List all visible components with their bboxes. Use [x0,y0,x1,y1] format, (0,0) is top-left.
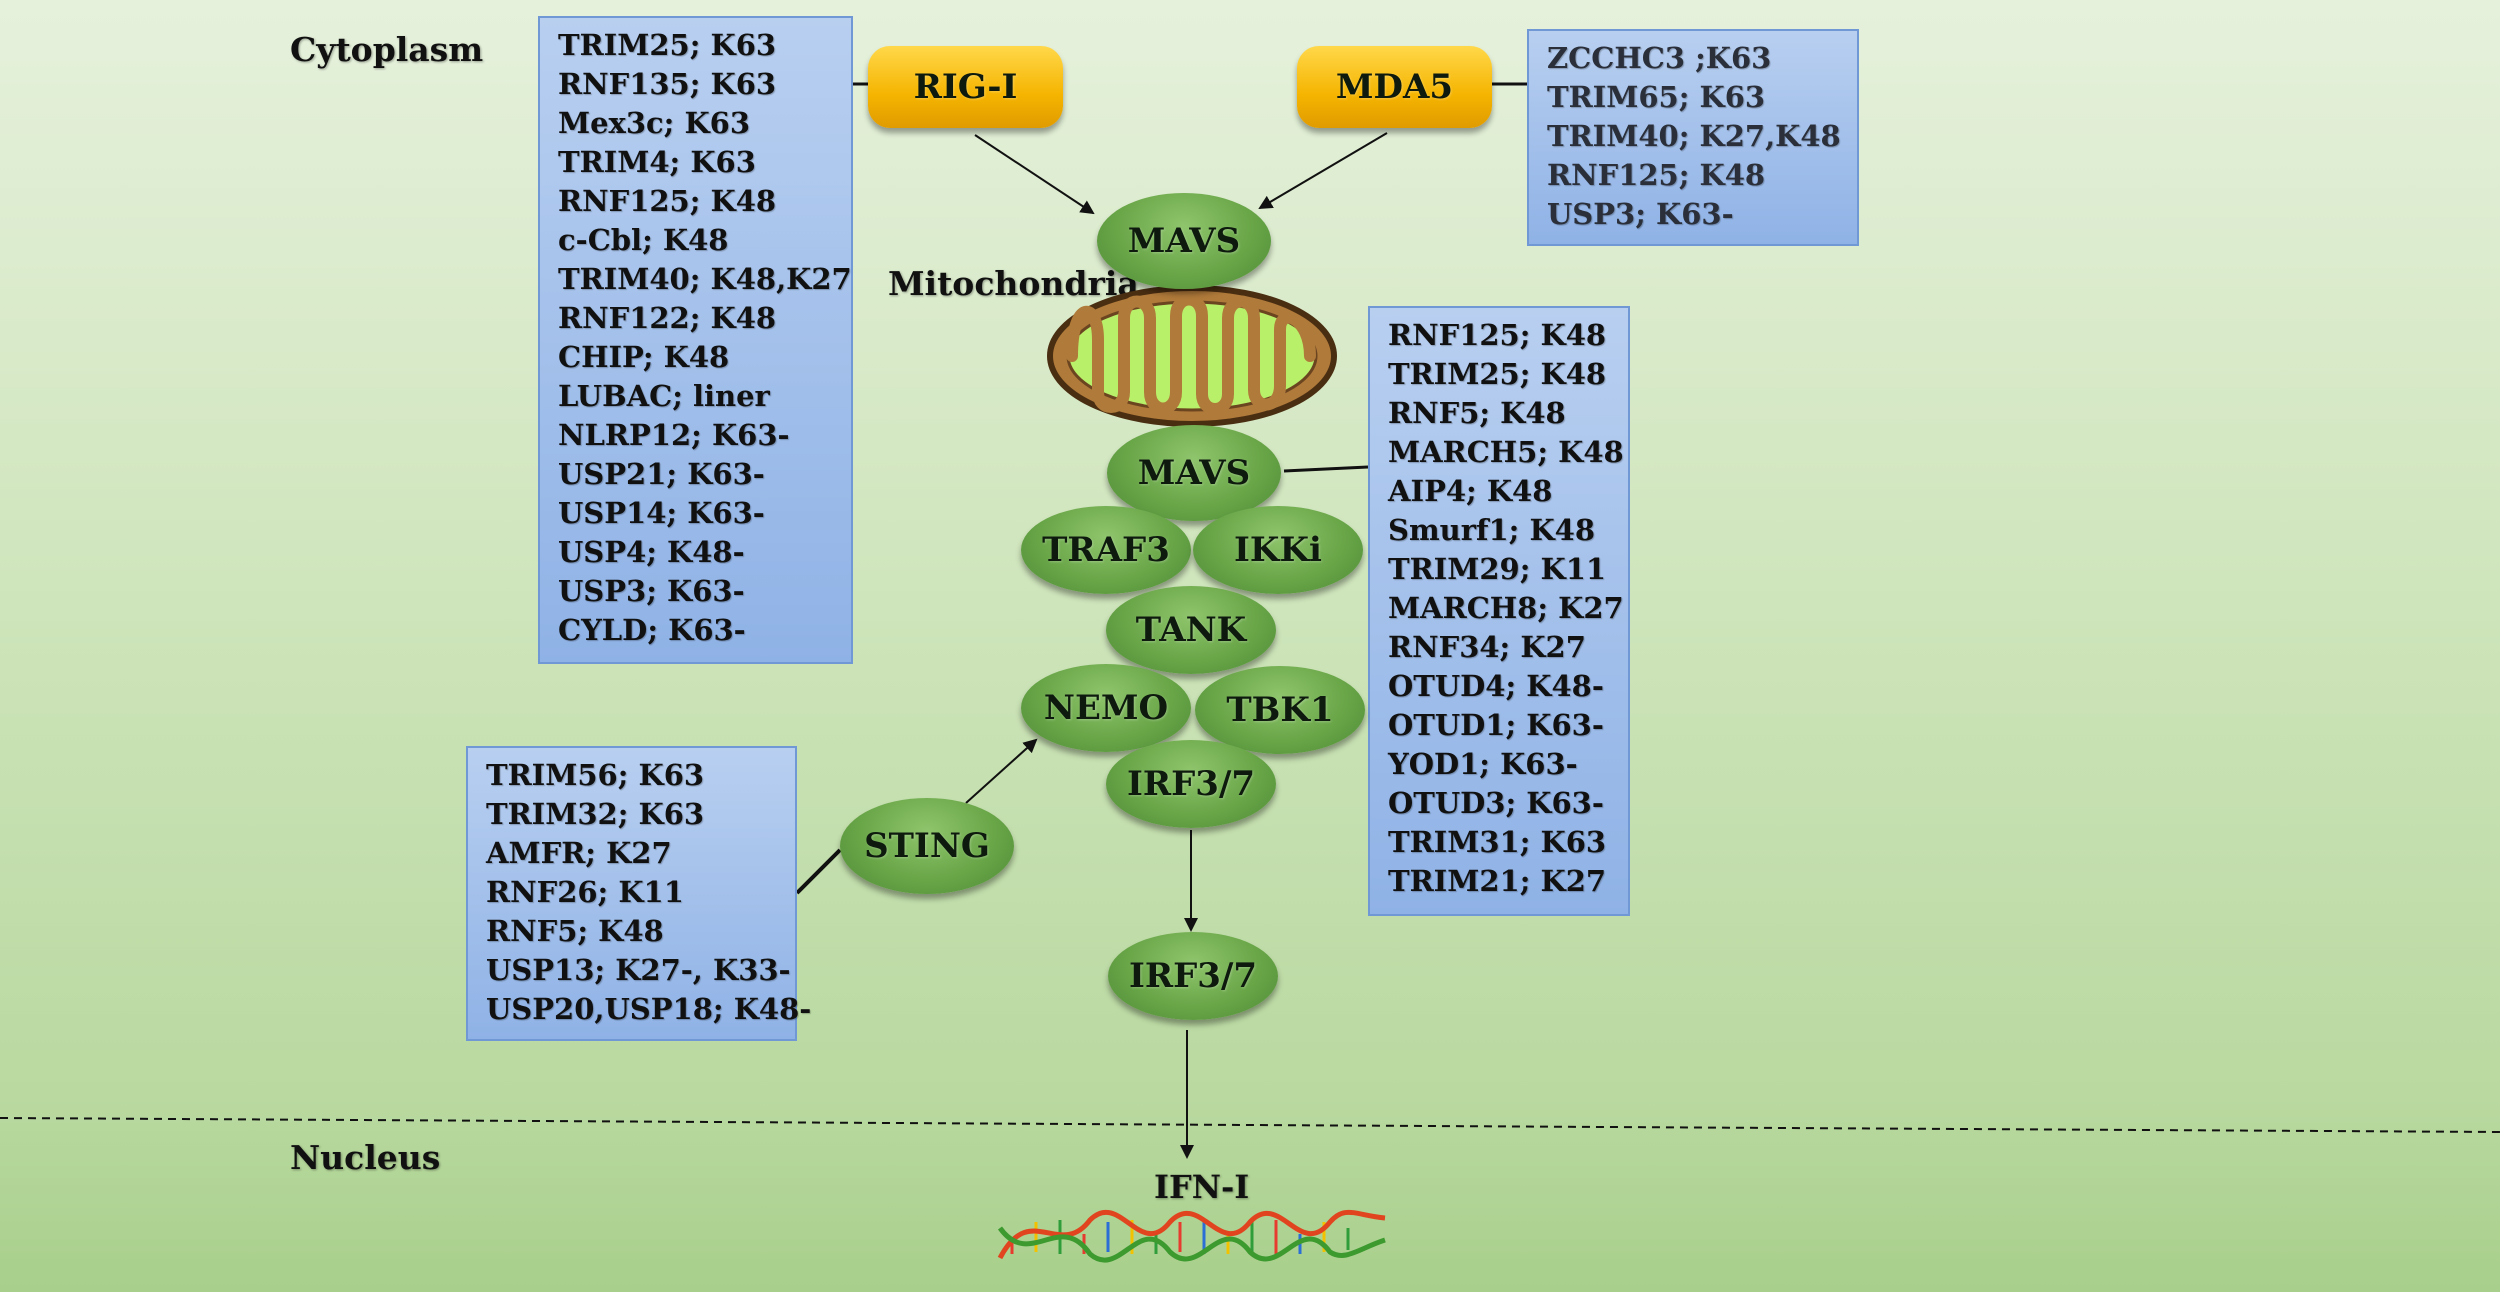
regulator-entry: AIP4; K48 [1388,474,1553,508]
regulator-entry: TRIM32; K63 [486,797,705,831]
regulator-entry: OTUD3; K63- [1388,786,1604,820]
mavs-node-top: MAVS [1097,193,1271,289]
regulator-entry: RNF125; K48 [558,184,777,218]
mavs-node-bottom: MAVS [1107,425,1281,521]
regulator-entry: USP3; K63- [558,574,745,608]
mda5-node: MDA5 [1297,46,1492,128]
nemo-node: NEMO [1021,664,1191,752]
regulator-entry: TRIM25; K48 [1388,357,1607,391]
nuclear-membrane [0,1117,2500,1133]
regulator-entry: AMFR; K27 [486,836,672,870]
regulator-entry: LUBAC; liner [558,379,770,413]
arrow-rigi-mavs [974,134,1095,215]
sting-node: STING [840,798,1014,894]
traf3-node: TRAF3 [1021,506,1191,594]
cytoplasm-label: Cytoplasm [290,30,484,69]
regulator-entry: RNF125; K48 [1547,158,1766,192]
regulator-entry: TRIM65; K63 [1547,80,1766,114]
regulator-entry: c-Cbl; K48 [558,223,729,257]
regulator-entry: RNF26; K11 [486,875,684,909]
connector-mavs-box [1283,465,1369,473]
regulator-entry: TRIM21; K27 [1388,864,1607,898]
regulator-entry: TRIM40; K48,K27 [558,262,852,296]
regulator-entry: RNF5; K48 [486,914,664,948]
regulator-entry: RNF122; K48 [558,301,777,335]
regulator-entry: Smurf1; K48 [1388,513,1596,547]
regulator-entry: TRIM29; K11 [1388,552,1607,586]
regulator-entry: USP13; K27-, K33- [486,953,791,987]
regulator-entry: TRIM31; K63 [1388,825,1607,859]
regulator-entry: RNF34; K27 [1388,630,1586,664]
connector-sting-box [795,848,842,895]
regulator-entry: USP4; K48- [558,535,745,569]
mitochondria-label: Mitochondria [888,264,1139,303]
regulator-entry: MARCH5; K48 [1388,435,1624,469]
regulator-entry: USP14; K63- [558,496,765,530]
nucleus-label: Nucleus [290,1138,441,1177]
regulator-entry: TRIM56; K63 [486,758,705,792]
regulator-entry: USP20,USP18; K48- [486,992,812,1026]
irf37-node-bottom: IRF3/7 [1108,932,1278,1020]
regulator-entry: TRIM25; K63 [558,28,777,62]
regulator-entry: TRIM40; K27,K48 [1547,119,1841,153]
regulator-entry: RNF5; K48 [1388,396,1566,430]
arrow-mda5-mavs [1258,132,1388,210]
regulator-entry: MARCH8; K27 [1388,591,1624,625]
ifn-label: IFN-I [1154,1168,1250,1206]
regulator-entry: USP3; K63- [1547,197,1734,231]
regulator-entry: RNF125; K48 [1388,318,1607,352]
regulator-entry: TRIM4; K63 [558,145,756,179]
irf37-node-top: IRF3/7 [1106,740,1276,828]
regulator-entry: RNF135; K63 [558,67,777,101]
regulator-entry: OTUD1; K63- [1388,708,1604,742]
regulator-entry: CHIP; K48 [558,340,730,374]
regulator-entry: OTUD4; K48- [1388,669,1604,703]
regulator-entry: YOD1; K63- [1388,747,1578,781]
tbk1-node: TBK1 [1195,666,1365,754]
regulator-entry: ZCCHC3 ;K63 [1547,41,1772,75]
regulator-entry: USP21; K63- [558,457,765,491]
regulator-entry: Mex3c; K63 [558,106,751,140]
ikki-node: IKKi [1193,506,1363,594]
arrow-sting-nemo [965,738,1038,804]
regulator-entry: CYLD; K63- [558,613,746,647]
tank-node: TANK [1106,586,1276,674]
rig-i-node: RIG-I [868,46,1063,128]
regulator-entry: NLRP12; K63- [558,418,790,452]
